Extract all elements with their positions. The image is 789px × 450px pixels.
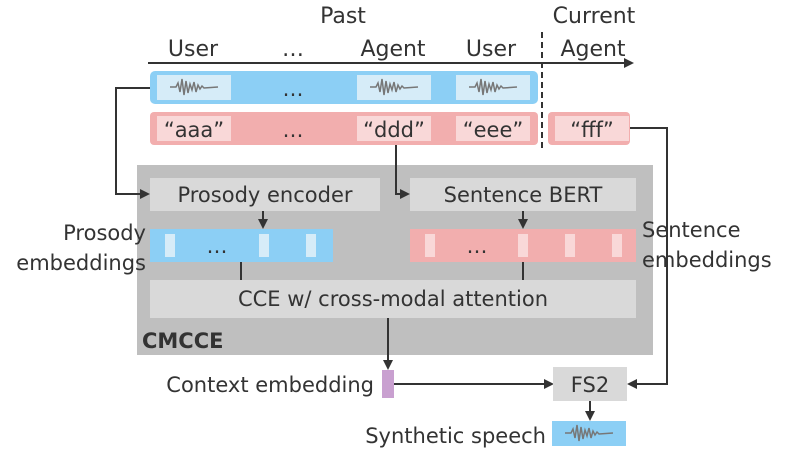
audio-ellipsis: …: [283, 77, 304, 101]
sentence-embeddings-label-1: Sentence: [642, 218, 741, 242]
text-ddd: “ddd”: [363, 118, 425, 142]
fs2-box: [553, 367, 627, 401]
text-aaa: “aaa”: [164, 118, 224, 142]
audio-clip-3: [456, 75, 530, 100]
timeline-agent-2: Agent: [560, 37, 625, 62]
prosody-embeddings-bar: [150, 229, 333, 262]
text-box-3: [456, 116, 530, 141]
prosody-embeddings-label-2: embeddings: [16, 251, 146, 275]
waveform-icon: [565, 424, 614, 442]
context-embedding-label: Context embedding: [166, 373, 374, 397]
sentence-embedding-cell: [425, 234, 435, 257]
sentence-embeddings-label-2: embeddings: [642, 248, 772, 272]
synthetic-speech-label: Synthetic speech: [365, 424, 546, 448]
text-to-bert-arrow: [395, 145, 410, 199]
timeline-ellipsis: …: [282, 37, 304, 62]
fs2-label: FS2: [571, 373, 609, 397]
sentence-embedding-cell: [518, 234, 528, 257]
audio-clip-1: [157, 75, 231, 100]
audio-to-encoder-arrow: [115, 87, 150, 199]
audio-history-bar: [150, 71, 538, 104]
text-fff: “fff”: [570, 118, 614, 142]
sentence-bert-label: Sentence BERT: [444, 183, 603, 207]
text-box-4: [555, 116, 629, 141]
text-ellipsis: …: [283, 118, 304, 142]
context-embedding-vector: [382, 370, 394, 398]
past-label: Past: [320, 4, 366, 29]
audio-clip-2: [357, 75, 431, 100]
prosody-encoder-label: Prosody encoder: [177, 183, 352, 207]
text-to-fs2-arrow: [627, 127, 668, 389]
cmcce-label: CMCCE: [142, 329, 223, 353]
prosody-embedding-cell: [165, 234, 175, 257]
prosody-embeddings-label-1: Prosody: [63, 221, 146, 245]
cce-box: [150, 280, 636, 318]
text-box-2: [357, 116, 431, 141]
sentence-embedding-cell: [612, 234, 622, 257]
synthetic-speech-clip: [552, 421, 626, 446]
text-history-bar: [150, 112, 538, 145]
prosody-encoder-box: [150, 178, 380, 211]
current-label: Current: [553, 4, 636, 29]
waveform-icon: [370, 78, 419, 96]
timeline-user-1: User: [168, 37, 219, 62]
waveform-icon: [469, 78, 518, 96]
waveform-icon: [170, 78, 219, 96]
timeline-agent-1: Agent: [360, 37, 425, 62]
prosody-embedding-cell: [306, 234, 316, 257]
prosody-embedding-cell: [259, 234, 269, 257]
sentence-emb-ellipsis: …: [467, 234, 488, 258]
text-box-1: [157, 116, 231, 141]
text-eee: “eee”: [463, 118, 524, 142]
prosody-emb-ellipsis: …: [207, 234, 228, 258]
sentence-embedding-cell: [565, 234, 575, 257]
cce-label: CCE w/ cross-modal attention: [238, 287, 548, 311]
timeline-user-2: User: [466, 37, 517, 62]
sentence-bert-box: [410, 178, 636, 211]
